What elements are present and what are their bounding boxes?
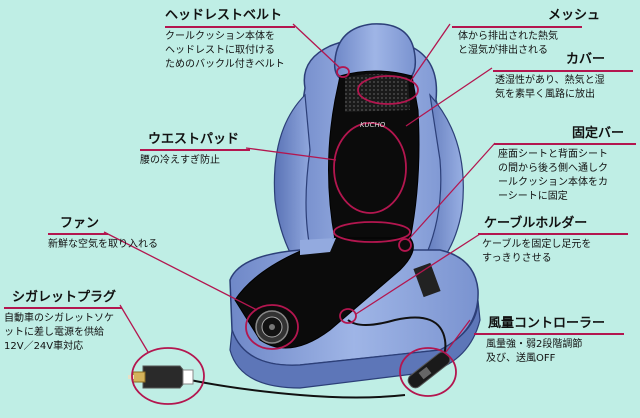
callout-fan: ファン 新鮮な空気を取り入れる <box>48 216 158 252</box>
highlight-cable-holder <box>339 308 357 324</box>
fan-center <box>269 324 275 330</box>
callout-cigarette-plug: シガレットプラグ 自動車のシガレットソケ ットに差し電源を供給 12V／24V車… <box>4 290 122 354</box>
controller-title: 風量コントローラー <box>488 316 606 331</box>
cover-rule <box>493 70 633 72</box>
cover-title: カバー <box>565 52 605 67</box>
headrest-belt-title: ヘッドレストベルト <box>165 8 283 23</box>
leader-controller <box>445 319 471 353</box>
leader-waist <box>245 147 337 161</box>
leader-plug <box>119 304 149 353</box>
fixing-bar-title: 固定バー <box>571 126 624 141</box>
leader-headrest-belt <box>292 23 341 69</box>
seat-back-left-bolster <box>273 93 316 271</box>
cover-desc: 透湿性があり、熱気と湿 気を素早く風路に放出 <box>495 75 605 100</box>
cigarette-plug-desc: 自動車のシガレットソケ ットに差し電源を供給 12V／24V車対応 <box>4 313 114 352</box>
fan-rule <box>48 233 108 235</box>
callout-waist-pad: ウエストパッド 腰の冷えすぎ防止 <box>140 132 250 168</box>
leader-cover <box>405 67 493 127</box>
highlight-fan <box>245 304 299 350</box>
highlight-fixing-right <box>398 238 412 252</box>
brand-logo: KUCHO <box>360 121 386 129</box>
fixing-bar-rule <box>494 143 636 145</box>
seat-back-right-bolster <box>419 93 464 273</box>
fixing-bar-desc: 座面シートと背面シート の間から後ろ側へ通しク ールクッション本体をカ ーシート… <box>498 149 608 202</box>
fan-desc: 新鮮な空気を取り入れる <box>48 239 158 250</box>
cable-holder-rule <box>478 233 628 235</box>
mesh-title: メッシュ <box>547 8 600 23</box>
highlight-controller <box>399 347 457 397</box>
highlight-plug <box>131 347 205 405</box>
highlight-waist <box>333 122 407 214</box>
controller-desc: 風量強・弱2段階調節 及び、送風OFF <box>486 339 583 364</box>
waist-pad-desc: 腰の冷えすぎ防止 <box>140 155 220 166</box>
headrest <box>333 23 417 81</box>
callout-cable-holder: ケーブルホルダー ケーブルを固定し足元を すっきりさせる <box>478 216 632 266</box>
headrest-belt-desc: クールクッション本体を ヘッドレストに取付ける ためのバックル付きベルト <box>165 31 285 70</box>
waist-pad-rule <box>140 149 250 151</box>
leader-mesh <box>409 23 451 83</box>
highlight-mesh <box>357 75 419 105</box>
controller-rule <box>474 333 624 335</box>
leader-fixing <box>407 142 496 241</box>
seat-base-front <box>229 299 481 389</box>
highlight-headrest-belt <box>336 66 350 78</box>
cigarette-plug <box>128 365 194 389</box>
callout-mesh: メッシュ 体から排出された熱気 と湿気が排出される <box>452 8 628 58</box>
leader-fan <box>103 231 258 311</box>
cable-holder-title: ケーブルホルダー <box>484 216 588 231</box>
headrest-belt-rule <box>165 26 295 28</box>
cushion-mesh <box>345 74 410 112</box>
callout-controller: 風量コントローラー 風量強・弱2段階調節 及び、送風OFF <box>474 316 636 366</box>
cigarette-plug-rule <box>4 307 122 309</box>
wind-controller <box>407 351 451 389</box>
mesh-desc: 体から排出された熱気 と湿気が排出される <box>458 31 558 56</box>
highlight-fixing-bar <box>333 221 411 243</box>
leader-cable-holder <box>355 233 481 315</box>
callout-fixing-bar: 固定バー 座面シートと背面シート の間から後ろ側へ通しク ールクッション本体をカ… <box>494 126 638 204</box>
callout-cover: カバー 透湿性があり、熱気と湿 気を素早く風路に放出 <box>493 52 635 102</box>
cigarette-plug-title: シガレットプラグ <box>12 290 117 305</box>
waist-pad-title: ウエストパッド <box>148 132 240 147</box>
seat-edge-strip <box>300 238 336 255</box>
mesh-rule <box>452 26 582 28</box>
callout-headrest-belt: ヘッドレストベルト クールクッション本体を ヘッドレストに取付ける ためのバック… <box>165 8 295 72</box>
seat-rail <box>413 262 441 298</box>
fan-title: ファン <box>60 216 100 231</box>
cable-holder-desc: ケーブルを固定し足元を すっきりさせる <box>482 239 592 264</box>
